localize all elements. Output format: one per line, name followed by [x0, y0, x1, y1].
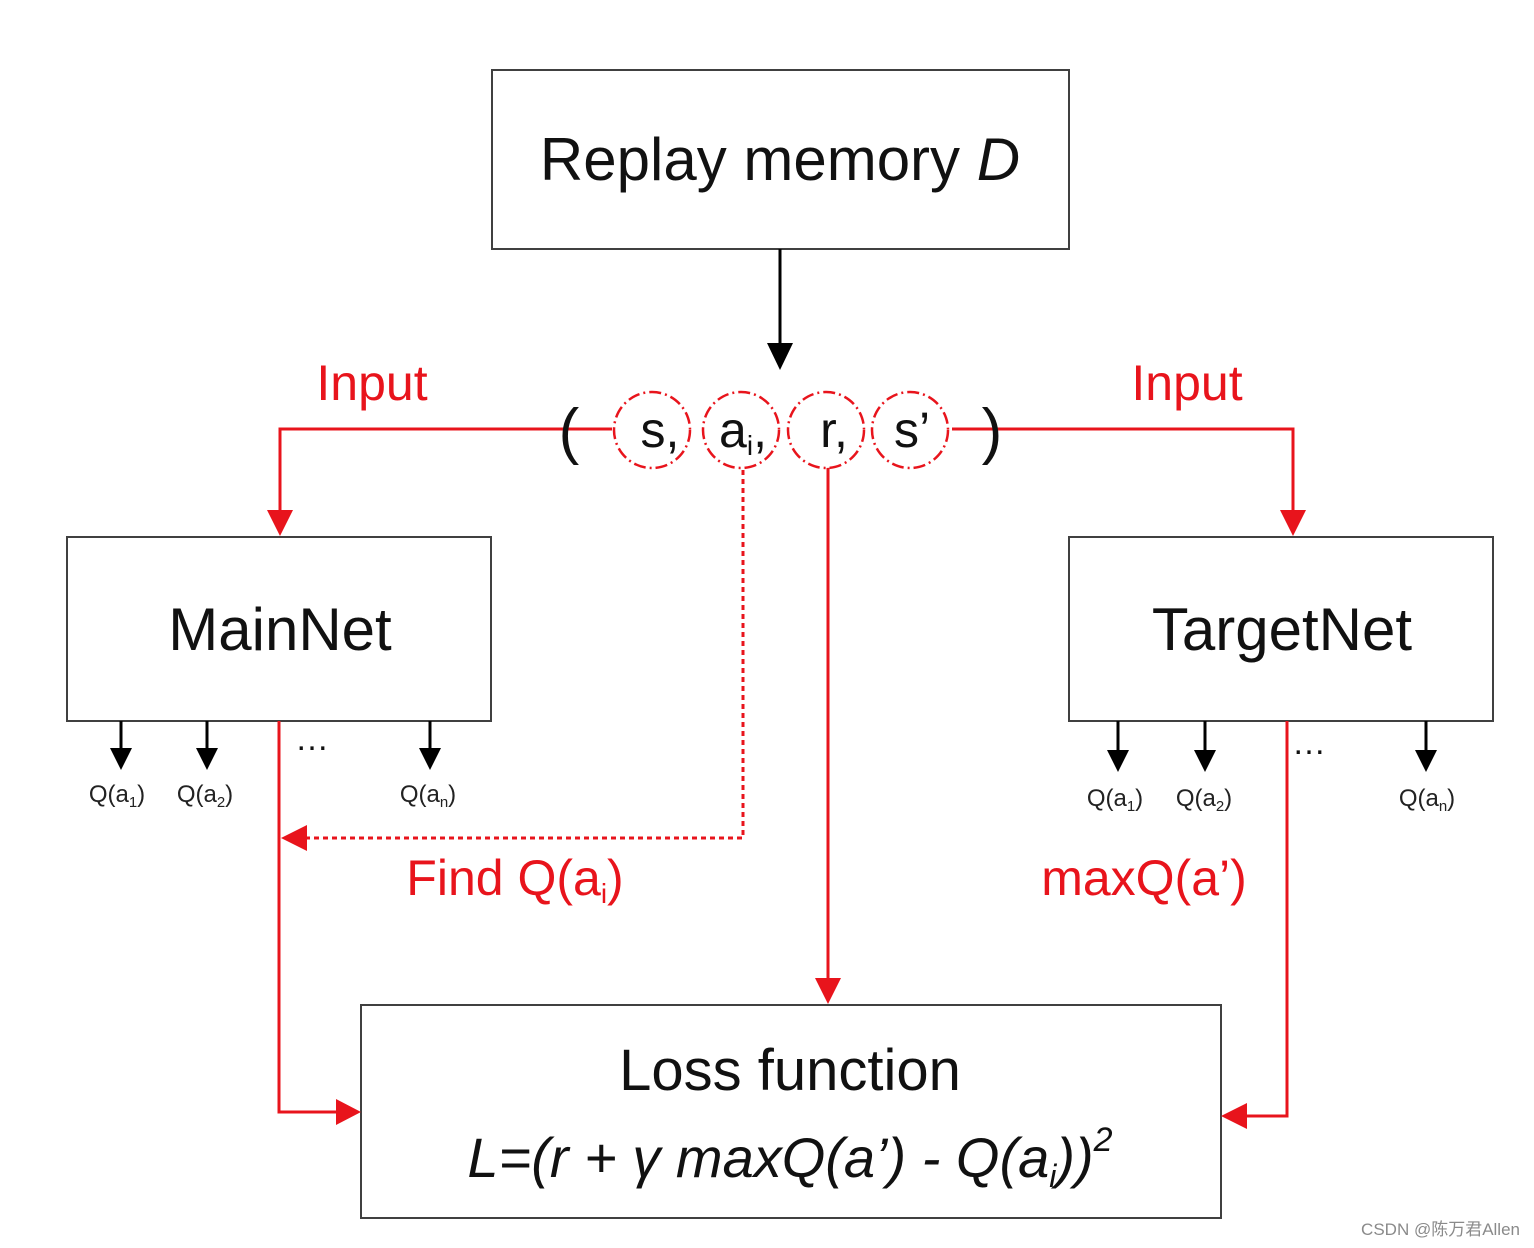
target-to-loss-line — [1246, 721, 1289, 1118]
target-net-q-an: Q(an) — [1399, 785, 1455, 815]
arrowhead-target-input — [1280, 510, 1306, 536]
tuple-item-r: r, — [820, 402, 848, 458]
main-net-output-arrows — [110, 721, 441, 770]
main-net-ellipsis: … — [295, 720, 329, 758]
main-net-output-labels: Q(a1) Q(a2) Q(an) — [89, 781, 456, 811]
tuple-item-s-prime: s’ — [894, 402, 930, 458]
tuple-circle-s — [612, 390, 692, 470]
arrowhead-find-q — [281, 825, 307, 851]
loss-function-title: Loss function — [619, 1038, 961, 1103]
red-flow-lines — [277, 427, 1295, 1118]
arrowhead-target-loss — [1221, 1103, 1247, 1129]
main-net-q-a1: Q(a1) — [89, 781, 145, 811]
target-net-output-arrows — [1107, 721, 1437, 772]
transition-tuple: ( ) s, ai, r, s’ — [559, 390, 1003, 470]
input-left-line — [278, 427, 612, 512]
tuple-open-paren: ( — [559, 397, 580, 466]
loss-formula-sub: i — [1049, 1158, 1057, 1194]
target-net-title: TargetNet — [1152, 596, 1412, 663]
tuple-circle-r — [786, 390, 866, 470]
max-q-label: maxQ(a’) — [1041, 850, 1247, 906]
main-net-q-a2: Q(a2) — [177, 781, 233, 811]
loss-formula-tail: )) — [1050, 1126, 1093, 1189]
loss-formula: L=(r + γ maxQ(a’) - Q(ai))2 — [467, 1121, 1112, 1194]
svg-text:Replay memory D: Replay memory D — [540, 126, 1020, 193]
main-net-title: MainNet — [168, 596, 392, 663]
main-net-box: MainNet — [66, 536, 492, 722]
main-net-q-an: Q(an) — [400, 781, 456, 811]
find-q-dotted-line — [305, 470, 745, 840]
target-net-q-a1: Q(a1) — [1087, 785, 1143, 815]
tuple-item-s: s, — [641, 402, 680, 458]
arrowhead-main-input — [267, 510, 293, 536]
find-q-label: Find Q(ai) — [406, 850, 623, 909]
target-net-ellipsis: … — [1292, 724, 1326, 762]
loss-formula-main: L=(r + γ maxQ(a’) - Q(a — [467, 1126, 1049, 1189]
main-to-loss-line — [277, 721, 338, 1114]
watermark: CSDN @陈万君Allen — [1361, 1220, 1520, 1239]
arrowhead-main-loss — [336, 1099, 361, 1125]
red-arrowheads — [267, 510, 1306, 1129]
input-right-line — [952, 427, 1295, 512]
replay-to-tuple-arrow — [767, 249, 793, 370]
tuple-item-a: ai, — [719, 402, 767, 461]
target-net-q-a2: Q(a2) — [1176, 785, 1232, 815]
loss-formula-sup: 2 — [1093, 1121, 1113, 1159]
replay-memory-box: Replay memory D — [491, 69, 1070, 250]
loss-function-box: Loss function L=(r + γ maxQ(a’) - Q(ai))… — [360, 1004, 1222, 1219]
input-right-label: Input — [1131, 355, 1242, 411]
target-net-box: TargetNet — [1068, 536, 1494, 722]
replay-memory-symbol: D — [977, 126, 1020, 193]
target-net-output-labels: Q(a1) Q(a2) Q(an) — [1087, 785, 1455, 815]
arrowhead-reward — [815, 978, 841, 1004]
replay-memory-label: Replay memory — [540, 126, 977, 193]
tuple-circle-s-prime — [870, 390, 950, 470]
tuple-close-paren: ) — [982, 397, 1003, 466]
input-left-label: Input — [316, 355, 427, 411]
tuple-circle-a — [701, 390, 781, 470]
